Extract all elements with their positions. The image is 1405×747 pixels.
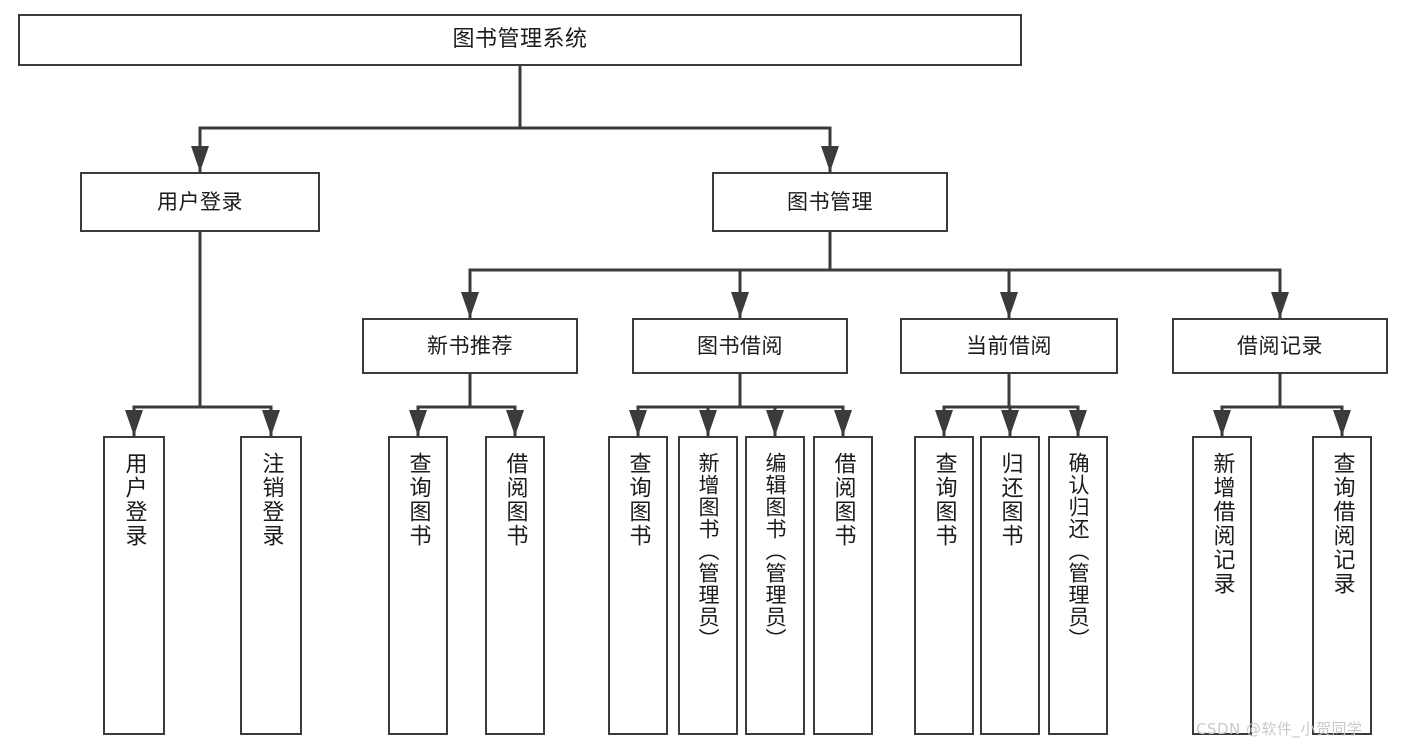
node-label: 查询借阅记录 bbox=[1329, 452, 1355, 596]
node-book-borrow[interactable]: 图书借阅 bbox=[632, 318, 848, 374]
node-borrow-records[interactable]: 借阅记录 bbox=[1172, 318, 1388, 374]
node-label: 查询图书 bbox=[625, 452, 651, 548]
node-book-management[interactable]: 图书管理 bbox=[712, 172, 948, 232]
leaf-return-book[interactable]: 归还图书 bbox=[980, 436, 1040, 735]
node-label: 用户登录 bbox=[121, 452, 147, 548]
node-label: 图书管理 bbox=[787, 189, 873, 214]
leaf-confirm-return-admin[interactable]: 确认归还（管理员） bbox=[1048, 436, 1108, 735]
leaf-borrow-book[interactable]: 借阅图书 bbox=[813, 436, 873, 735]
csdn-watermark: CSDN @软件_小贺同学 bbox=[1196, 720, 1363, 738]
node-current-borrow[interactable]: 当前借阅 bbox=[900, 318, 1118, 374]
leaf-logout[interactable]: 注销登录 bbox=[240, 436, 302, 735]
node-label: 确认归还（管理员） bbox=[1066, 452, 1091, 650]
node-root[interactable]: 图书管理系统 bbox=[18, 14, 1022, 66]
node-label: 新书推荐 bbox=[427, 333, 513, 358]
node-label: 用户登录 bbox=[157, 189, 243, 214]
node-label: 查询图书 bbox=[405, 452, 431, 548]
node-label: 当前借阅 bbox=[966, 333, 1052, 358]
node-label: 借阅图书 bbox=[830, 452, 856, 548]
leaf-query-book-current[interactable]: 查询图书 bbox=[914, 436, 974, 735]
leaf-add-book-admin[interactable]: 新增图书（管理员） bbox=[678, 436, 738, 735]
node-label: 查询图书 bbox=[931, 452, 957, 548]
node-label: 注销登录 bbox=[258, 452, 284, 548]
node-new-book-recommend[interactable]: 新书推荐 bbox=[362, 318, 578, 374]
node-label: 图书管理系统 bbox=[452, 27, 588, 53]
node-label: 借阅记录 bbox=[1237, 333, 1323, 358]
leaf-query-book-newbook[interactable]: 查询图书 bbox=[388, 436, 448, 735]
leaf-edit-book-admin[interactable]: 编辑图书（管理员） bbox=[745, 436, 805, 735]
node-user-login[interactable]: 用户登录 bbox=[80, 172, 320, 232]
node-label: 归还图书 bbox=[997, 452, 1023, 548]
node-label: 借阅图书 bbox=[502, 452, 528, 548]
leaf-borrow-book-newbook[interactable]: 借阅图书 bbox=[485, 436, 545, 735]
leaf-add-borrow-record[interactable]: 新增借阅记录 bbox=[1192, 436, 1252, 735]
node-label: 新增借阅记录 bbox=[1209, 452, 1235, 596]
node-label: 新增图书（管理员） bbox=[696, 452, 721, 650]
node-label: 编辑图书（管理员） bbox=[763, 452, 788, 650]
leaf-user-login[interactable]: 用户登录 bbox=[103, 436, 165, 735]
leaf-query-book-borrow[interactable]: 查询图书 bbox=[608, 436, 668, 735]
node-label: 图书借阅 bbox=[697, 333, 783, 358]
leaf-query-borrow-record[interactable]: 查询借阅记录 bbox=[1312, 436, 1372, 735]
